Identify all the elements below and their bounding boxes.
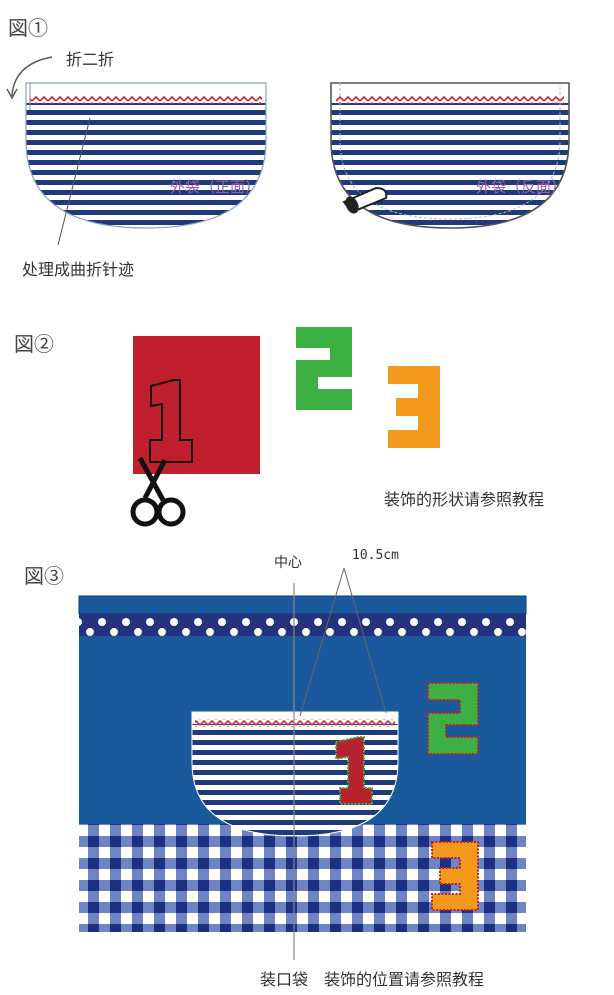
polka-dot-band xyxy=(79,614,526,636)
measure-leader-b xyxy=(343,567,387,714)
measure-label: 10.5cm xyxy=(352,548,399,563)
number-three-shape xyxy=(388,366,440,448)
back-pocket xyxy=(330,82,570,229)
bottom-note: 装口袋 装饰的位置请参照教程 xyxy=(260,970,485,989)
number-one-outline xyxy=(149,379,193,463)
shape-note: 装饰的形状请参照教程 xyxy=(384,490,545,509)
measure-leader-a xyxy=(299,567,345,717)
back-pocket-label: 外袋（反面） xyxy=(476,178,567,196)
front-pocket-label: 外袋（正面） xyxy=(170,178,261,196)
fold-arrow-icon xyxy=(6,56,53,100)
number-two-shape xyxy=(296,327,352,410)
stitch-note: 处理成曲折针迹 xyxy=(22,260,135,279)
stitch-leader-line xyxy=(57,117,91,246)
center-label: 中心 xyxy=(274,555,302,571)
applique-three xyxy=(431,841,479,911)
apron-top-band xyxy=(78,595,527,615)
figure-1-heading: 図① xyxy=(8,16,48,40)
iron-icon xyxy=(342,186,388,214)
front-pocket xyxy=(25,82,267,229)
figure-3-heading: 図③ xyxy=(24,564,64,588)
scissors-icon xyxy=(130,456,186,527)
applique-one xyxy=(335,736,373,805)
fold-note: 折二折 xyxy=(66,50,115,69)
applique-two xyxy=(427,682,479,755)
zigzag-stitch-back xyxy=(336,96,564,104)
figure-2-heading: 図② xyxy=(14,332,54,356)
zigzag-stitch xyxy=(30,96,262,104)
